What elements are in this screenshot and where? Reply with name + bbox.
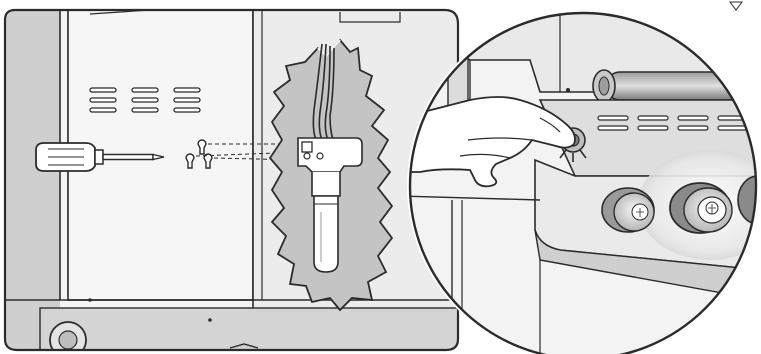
vent-slots xyxy=(90,88,200,112)
cabinet-side-panel xyxy=(5,10,60,350)
lid-handle xyxy=(593,70,761,102)
cabinet-view xyxy=(5,10,458,354)
corner-mark xyxy=(730,2,742,10)
cabinet-base xyxy=(40,308,458,350)
